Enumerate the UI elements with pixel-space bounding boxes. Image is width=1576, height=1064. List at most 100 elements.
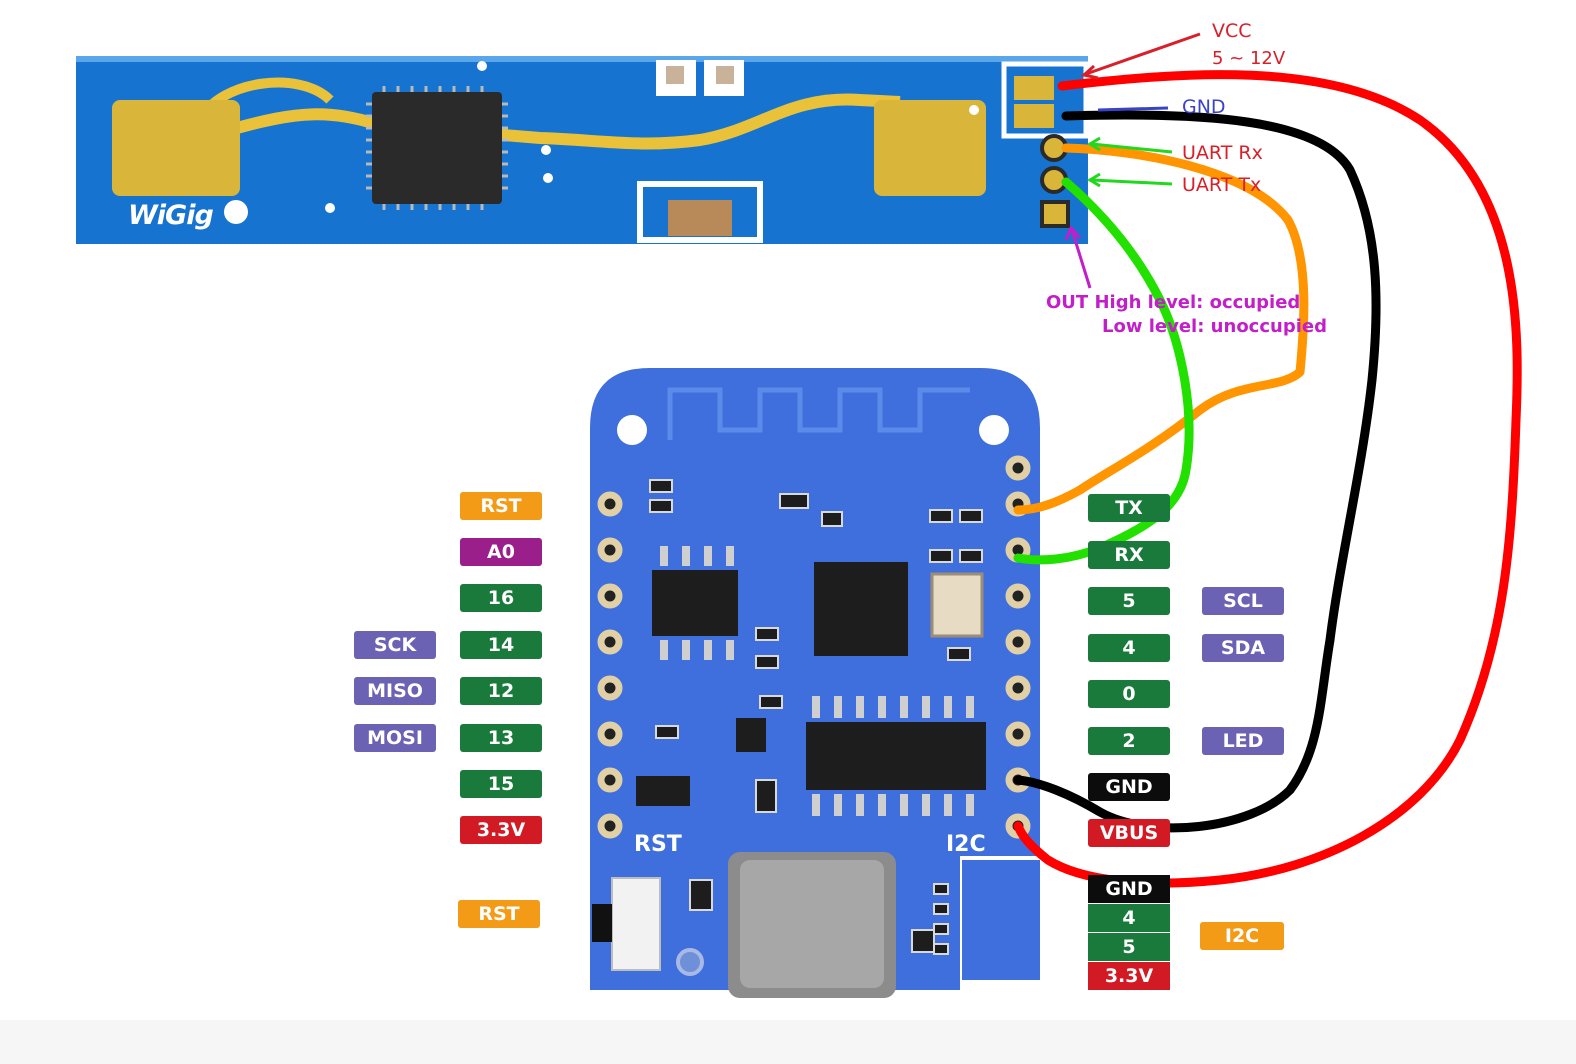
sensor-pin-label-uart-tx: UART Tx bbox=[1182, 174, 1261, 196]
antenna-trace bbox=[228, 93, 901, 150]
wire-green-tx bbox=[1013, 177, 1194, 565]
usb-chip-pins bbox=[812, 696, 974, 816]
alt-pin-mosi: MOSI bbox=[354, 724, 436, 752]
arrow-rx-head bbox=[1087, 136, 1101, 152]
footer-band bbox=[0, 1020, 1576, 1064]
i2c-connector-body bbox=[962, 860, 1040, 980]
out-label: OUT bbox=[1046, 292, 1089, 313]
sensor-brand-logo: WiGig bbox=[128, 200, 214, 231]
reset-button-body bbox=[611, 877, 661, 971]
i2c-pin-gnd: GND bbox=[1088, 875, 1170, 903]
sensor-via-5 bbox=[969, 105, 979, 115]
alt-pin-sda: SDA bbox=[1202, 634, 1284, 662]
silk-rst: RST bbox=[634, 832, 682, 857]
sensor-logo-dot bbox=[224, 200, 248, 224]
usb-c-connector-face bbox=[740, 860, 884, 988]
sensor-pcb-edge bbox=[76, 56, 1088, 62]
sensor-out-note-low: Low level: unoccupied bbox=[1102, 316, 1327, 337]
arrow-tx bbox=[1091, 178, 1173, 186]
pad-gnd bbox=[1014, 104, 1054, 128]
out-low-note: Low level: unoccupied bbox=[1102, 316, 1327, 337]
alt-pin-miso: MISO bbox=[354, 677, 436, 705]
right-pin-0: 0 bbox=[1088, 680, 1170, 708]
left-header-holes bbox=[597, 491, 623, 839]
annotation-arrows bbox=[1064, 32, 1201, 289]
left-pin-a0: A0 bbox=[460, 538, 542, 566]
left-pin-16: 16 bbox=[460, 584, 542, 612]
sensor-header-outline bbox=[1001, 61, 1089, 139]
arrow-out-head bbox=[1064, 225, 1082, 241]
alt-pin-scl: SCL bbox=[1202, 587, 1284, 615]
board-chip-usb bbox=[806, 722, 986, 790]
right-pin-5: 5 bbox=[1088, 587, 1170, 615]
smd-parts bbox=[649, 479, 983, 955]
uart-rx-label: UART Rx bbox=[1182, 142, 1263, 164]
mount-hole-bottom bbox=[676, 948, 704, 976]
reset-button-cap bbox=[592, 904, 612, 942]
sensor-via-3 bbox=[543, 173, 553, 183]
sensor-out-note: OUT High level: occupied bbox=[1046, 292, 1300, 313]
right-pin-4: 4 bbox=[1088, 634, 1170, 662]
arrow-tx-head bbox=[1087, 172, 1101, 188]
dev-board bbox=[590, 368, 1040, 998]
radar-chip bbox=[372, 92, 502, 204]
flash-chip-pins bbox=[660, 546, 734, 660]
board-chip-mcu bbox=[814, 562, 908, 656]
uart-tx-label: UART Tx bbox=[1182, 174, 1262, 196]
gnd-label: GND bbox=[1182, 96, 1226, 118]
right-pin-2: 2 bbox=[1088, 727, 1170, 755]
i2c-tag: I2C bbox=[1200, 922, 1284, 950]
rst-button-label: RST bbox=[458, 900, 540, 928]
board-small-ic bbox=[736, 718, 766, 752]
arrow-gnd bbox=[1097, 106, 1169, 112]
arrow-vcc bbox=[1085, 32, 1201, 76]
sensor-cap-1-pad bbox=[666, 66, 684, 84]
left-pin-13: 13 bbox=[460, 724, 542, 752]
antenna-pad-left bbox=[112, 100, 240, 196]
left-pin-12: 12 bbox=[460, 677, 542, 705]
wire-orange-rx bbox=[1013, 143, 1309, 515]
i2c-pin-3v3: 3.3V bbox=[1088, 962, 1170, 990]
sensor-pin-label-gnd: GND bbox=[1182, 96, 1226, 118]
right-pin-gnd: GND bbox=[1088, 773, 1170, 801]
left-pin-rst: RST bbox=[460, 492, 542, 520]
alt-pin-led: LED bbox=[1202, 727, 1284, 755]
board-antenna-trace bbox=[667, 387, 970, 440]
alt-pin-sck: SCK bbox=[354, 631, 436, 659]
sensor-cap-2-pad bbox=[716, 66, 734, 84]
board-chip-flash bbox=[652, 570, 738, 636]
left-pin-14: 14 bbox=[460, 631, 542, 659]
vcc-label: VCC bbox=[1212, 20, 1252, 42]
pad-vcc bbox=[1014, 76, 1054, 100]
left-pin-3v3: 3.3V bbox=[460, 816, 542, 844]
right-pin-vbus: VBUS bbox=[1088, 819, 1170, 847]
i2c-pin-5: 5 bbox=[1088, 933, 1170, 961]
left-pin-15: 15 bbox=[460, 770, 542, 798]
vcc-range-label: 5 ~ 12V bbox=[1212, 48, 1286, 69]
board-pcb bbox=[590, 368, 1040, 990]
silk-i2c: I2C bbox=[946, 832, 986, 857]
sensor-led bbox=[668, 200, 732, 236]
sensor-led-outline bbox=[637, 181, 763, 243]
chip-pins bbox=[366, 86, 508, 210]
sensor-module bbox=[76, 56, 1089, 244]
mount-hole-left bbox=[617, 415, 647, 445]
sensor-via-1 bbox=[477, 61, 487, 71]
sensor-pin-label-vcc: VCC bbox=[1212, 20, 1252, 42]
sensor-pin-label-uart-rx: UART Rx bbox=[1182, 142, 1263, 164]
sensor-via-2 bbox=[541, 145, 551, 155]
sensor-pin-label-vcc-range: 5 ~ 12V bbox=[1212, 48, 1285, 69]
i2c-pin-4: 4 bbox=[1088, 904, 1170, 932]
mount-hole-right bbox=[979, 415, 1009, 445]
right-pin-rx: RX bbox=[1088, 541, 1170, 569]
arrow-out bbox=[1070, 229, 1092, 289]
antenna-pad-right bbox=[874, 100, 986, 196]
out-high-note: High level: occupied bbox=[1094, 292, 1301, 313]
arrow-vcc-head bbox=[1080, 64, 1099, 80]
pad-out bbox=[1040, 200, 1070, 228]
board-crystal bbox=[930, 572, 984, 638]
right-pin-tx: TX bbox=[1088, 494, 1170, 522]
wires bbox=[1013, 70, 1522, 888]
